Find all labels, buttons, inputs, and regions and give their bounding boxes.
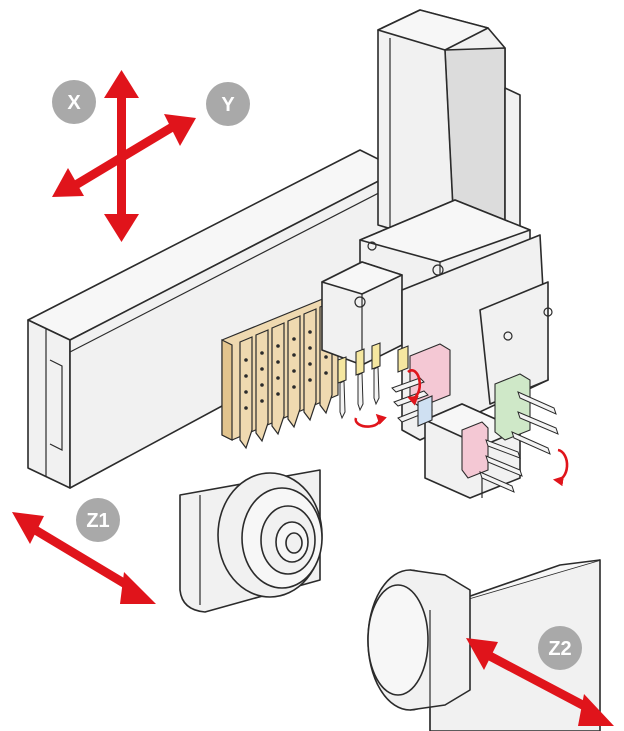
rotation-arrows [354, 369, 569, 487]
turret-tools [337, 342, 559, 493]
circular-rotation-arrow-icon [407, 369, 422, 406]
y-axis-label: Y [221, 94, 235, 116]
circular-rotation-arrow-icon [354, 413, 387, 428]
xy-axis-arrows [52, 70, 196, 242]
z1-axis-arrow [12, 512, 156, 604]
x-axis-label: X [67, 92, 81, 114]
z1-axis-badge: Z1 [76, 498, 120, 542]
y-axis-arrow [52, 114, 196, 197]
z2-axis-badge: Z2 [538, 626, 582, 670]
gang-tool-screws [244, 323, 328, 410]
gang-tool-holder [221, 295, 339, 450]
z2-axis-label: Z2 [548, 638, 571, 660]
z2-axis-arrow [466, 638, 614, 726]
x-axis-badge: X [52, 80, 96, 124]
servo-motor [359, 9, 531, 321]
slide-beam [27, 149, 401, 489]
sub-spindle [367, 559, 601, 731]
main-spindle [179, 469, 323, 613]
z1-axis-label: Z1 [86, 510, 109, 532]
circular-rotation-arrow-icon [552, 448, 569, 487]
y-axis-badge: Y [206, 82, 250, 126]
